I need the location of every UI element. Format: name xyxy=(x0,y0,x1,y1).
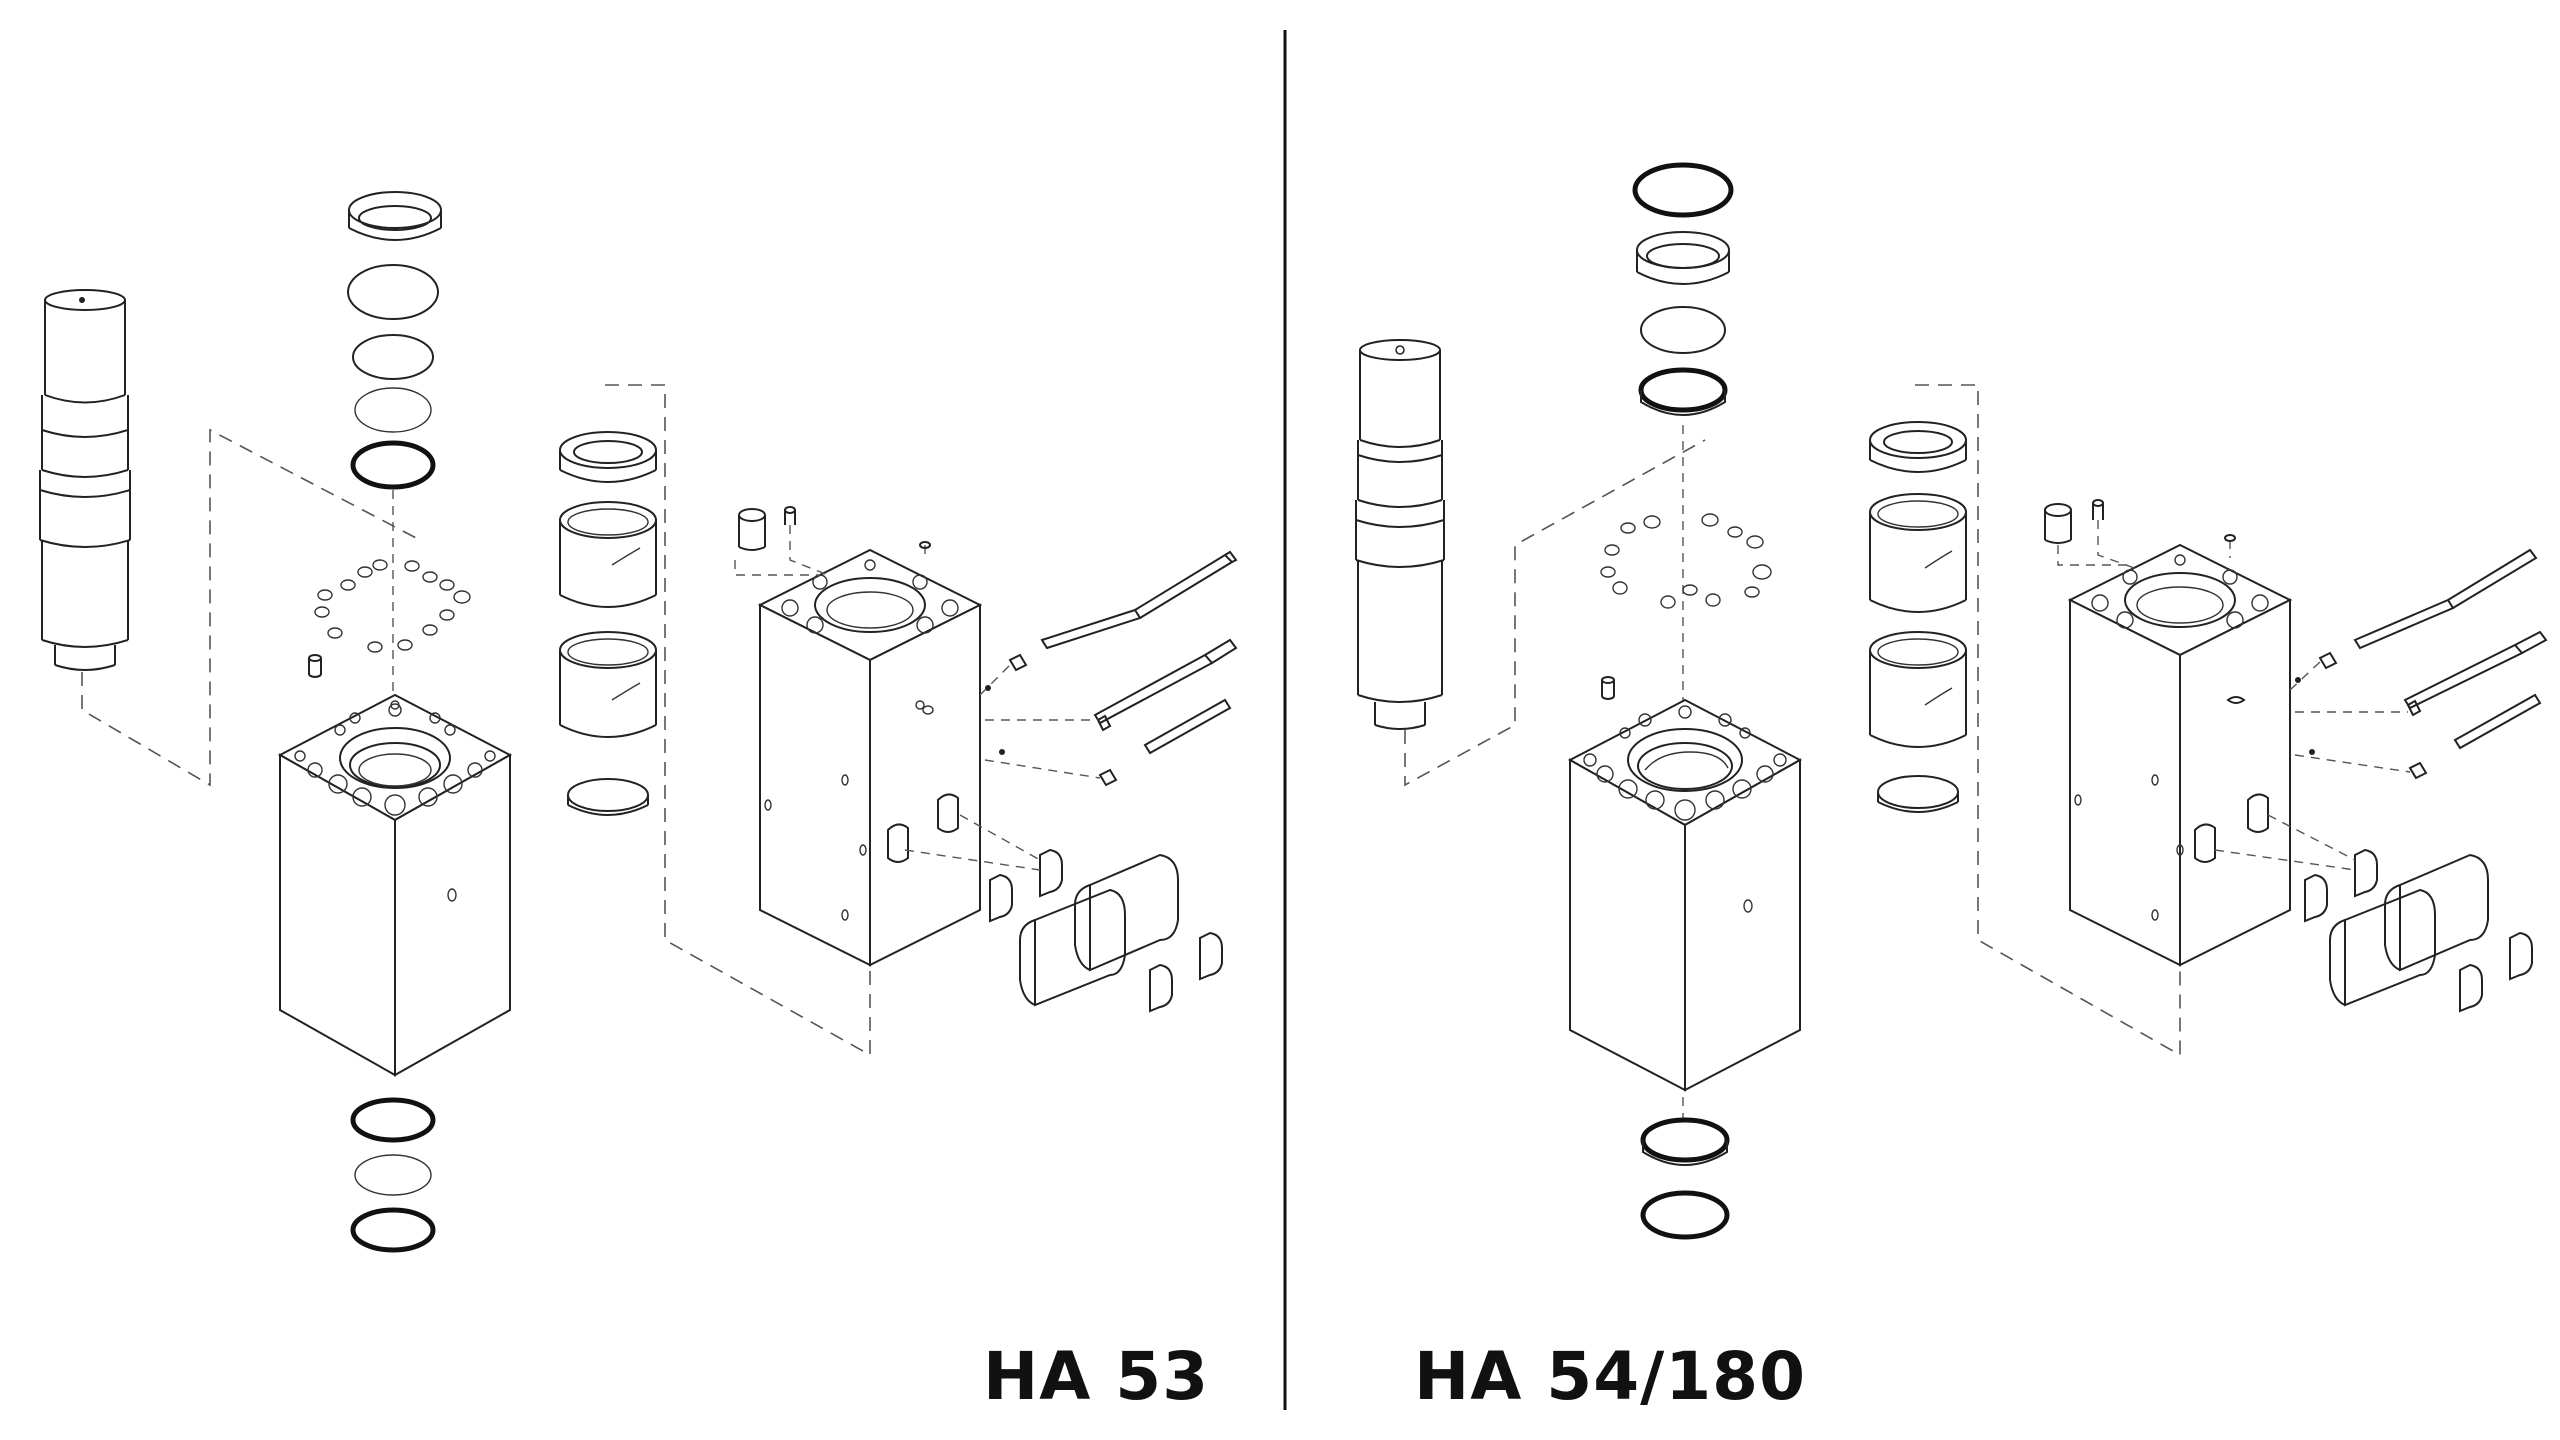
ha53-valve-block xyxy=(734,525,983,967)
ha54-bolts xyxy=(2289,548,2548,780)
ha54-pins xyxy=(2044,499,2236,544)
ha53-bushings xyxy=(559,384,871,1057)
ha53-assembly xyxy=(39,191,1238,1253)
ha54-upper-seals xyxy=(1632,162,1734,1120)
ha54-cylinder-body xyxy=(1567,698,1803,1092)
ha53-lower-seals xyxy=(350,1097,436,1253)
ha53-pins xyxy=(738,506,931,551)
ha53-bolts xyxy=(922,550,1238,787)
ha53-dowel xyxy=(308,654,322,678)
ha53-piston xyxy=(39,289,421,787)
ha54-piston xyxy=(1355,339,1706,787)
ha53-cylinder-body xyxy=(277,693,513,1077)
ha54-oring-ring xyxy=(1600,513,1772,609)
ha54-latches xyxy=(2214,814,2533,1013)
ha54-valve-block xyxy=(2057,520,2293,967)
ha54-dowel xyxy=(1601,676,1615,700)
ha54-assembly xyxy=(1355,162,2548,1240)
ha53-latches xyxy=(904,814,1223,1013)
ha53-oring-ring xyxy=(314,559,471,653)
model-label-ha54-180: HA 54/180 xyxy=(1414,1338,1807,1415)
ha54-lower-seals xyxy=(1640,1117,1730,1240)
model-label-ha53: HA 53 xyxy=(983,1338,1210,1415)
